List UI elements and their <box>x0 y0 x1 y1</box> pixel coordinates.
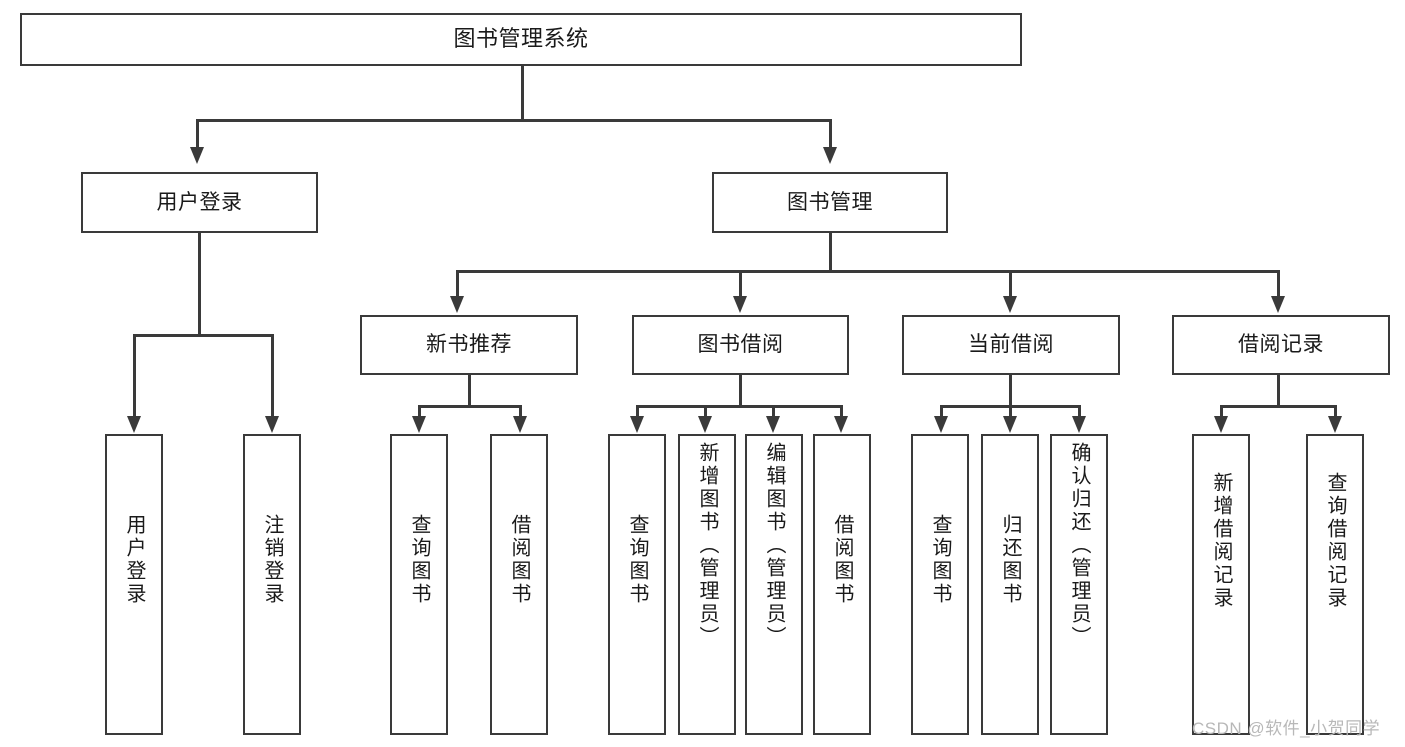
connector-drop-leaf-borrow-book-1 <box>519 405 522 419</box>
arrowhead-leaf-logout-login <box>265 416 279 433</box>
connector-drop-leaf-query-record <box>1334 405 1337 419</box>
leaf-add-record[interactable]: 新增借阅记录 <box>1192 434 1250 735</box>
arrowhead-leaf-add-record <box>1214 416 1228 433</box>
leaf-query-record[interactable]: 查询借阅记录 <box>1306 434 1364 735</box>
leaf-query-book-1[interactable]: 查询图书 <box>390 434 448 735</box>
leaf-edit-book[interactable]: 编辑图书（管理员） <box>745 434 803 735</box>
leaf-add-book[interactable]: 新增图书（管理员） <box>678 434 736 735</box>
arrowhead-leaf-query-book-1 <box>412 416 426 433</box>
leaf-user-login[interactable]: 用户登录 <box>105 434 163 735</box>
leaf-borrow-book-2-label: 借阅图书 <box>831 514 853 606</box>
leaf-logout-login-label: 注销登录 <box>261 514 283 606</box>
connector-drop-leaf-add-book <box>704 405 707 419</box>
leaf-borrow-book-1[interactable]: 借阅图书 <box>490 434 548 735</box>
connector-drop-leaf-logout-login <box>271 334 274 418</box>
connector-borrow-record-stem <box>1277 375 1280 407</box>
leaf-logout-login[interactable]: 注销登录 <box>243 434 301 735</box>
node-root-label: 图书管理系统 <box>453 26 589 52</box>
connector-new-book-recommend-stem <box>468 375 471 407</box>
node-root-system[interactable]: 图书管理系统 <box>20 13 1022 66</box>
leaf-return-book[interactable]: 归还图书 <box>981 434 1039 735</box>
leaf-confirm-return-label: 确认归还（管理员） <box>1068 442 1090 649</box>
connector-drop-leaf-return-book <box>1009 405 1012 419</box>
node-borrow-record[interactable]: 借阅记录 <box>1172 315 1390 375</box>
connector-drop-leaf-borrow-book-2 <box>840 405 843 419</box>
connector-drop-leaf-user-login <box>133 334 136 418</box>
arrowhead-leaf-user-login <box>127 416 141 433</box>
connector-root-stem <box>521 66 524 121</box>
leaf-edit-book-label: 编辑图书（管理员） <box>763 442 785 649</box>
node-book-borrow[interactable]: 图书借阅 <box>632 315 849 375</box>
connector-book-borrow-stem <box>739 375 742 407</box>
arrowhead-leaf-query-record <box>1328 416 1342 433</box>
leaf-query-record-label: 查询借阅记录 <box>1324 472 1346 610</box>
arrowhead-leaf-add-book <box>698 416 712 433</box>
arrowhead-new-book-recommend <box>450 296 464 313</box>
leaf-query-book-2[interactable]: 查询图书 <box>608 434 666 735</box>
connector-drop-book-management <box>829 119 832 149</box>
node-book-borrow-label: 图书借阅 <box>697 333 784 357</box>
leaf-add-book-label: 新增图书（管理员） <box>696 442 718 649</box>
connector-drop-leaf-add-record <box>1220 405 1223 419</box>
connector-drop-new-book-recommend <box>456 270 459 298</box>
leaf-borrow-book-2[interactable]: 借阅图书 <box>813 434 871 735</box>
connector-drop-leaf-edit-book <box>772 405 775 419</box>
arrowhead-book-management <box>823 147 837 164</box>
connector-current-borrow-stem <box>1009 375 1012 407</box>
node-new-book-recommend-label: 新书推荐 <box>426 333 512 357</box>
arrowhead-book-borrow <box>733 296 747 313</box>
connector-drop-user-login <box>196 119 199 149</box>
node-book-management-label: 图书管理 <box>787 190 873 214</box>
connector-level3-bar <box>456 270 1279 273</box>
connector-drop-leaf-query-book-2 <box>636 405 639 419</box>
connector-book-management-stem <box>829 233 832 272</box>
connector-drop-book-borrow <box>739 270 742 298</box>
arrowhead-leaf-edit-book <box>766 416 780 433</box>
connector-level2-bar <box>196 119 831 122</box>
arrowhead-current-borrow <box>1003 296 1017 313</box>
connector-book-borrow-bar <box>636 405 842 408</box>
node-user-login[interactable]: 用户登录 <box>81 172 318 233</box>
connector-drop-leaf-query-book-3 <box>940 405 943 419</box>
leaf-user-login-label: 用户登录 <box>123 514 145 606</box>
leaf-query-book-3-label: 查询图书 <box>929 514 951 606</box>
leaf-borrow-book-1-label: 借阅图书 <box>508 514 530 606</box>
leaf-query-book-3[interactable]: 查询图书 <box>911 434 969 735</box>
connector-borrow-record-bar <box>1220 405 1336 408</box>
node-user-login-label: 用户登录 <box>156 190 243 214</box>
leaf-return-book-label: 归还图书 <box>999 514 1021 606</box>
arrowhead-leaf-query-book-3 <box>934 416 948 433</box>
leaf-query-book-2-label: 查询图书 <box>626 514 648 606</box>
arrowhead-borrow-record <box>1271 296 1285 313</box>
node-book-management[interactable]: 图书管理 <box>712 172 948 233</box>
arrowhead-leaf-query-book-2 <box>630 416 644 433</box>
arrowhead-leaf-borrow-book-1 <box>513 416 527 433</box>
leaf-add-record-label: 新增借阅记录 <box>1210 472 1232 610</box>
node-current-borrow[interactable]: 当前借阅 <box>902 315 1120 375</box>
arrowhead-leaf-return-book <box>1003 416 1017 433</box>
arrowhead-leaf-confirm-return <box>1072 416 1086 433</box>
arrowhead-user-login <box>190 147 204 164</box>
arrowhead-leaf-borrow-book-2 <box>834 416 848 433</box>
leaf-confirm-return[interactable]: 确认归还（管理员） <box>1050 434 1108 735</box>
connector-drop-current-borrow <box>1009 270 1012 298</box>
node-borrow-record-label: 借阅记录 <box>1238 333 1324 357</box>
leaf-query-book-1-label: 查询图书 <box>408 514 430 606</box>
connector-user-login-bar <box>133 334 274 337</box>
connector-new-book-recommend-bar <box>418 405 521 408</box>
connector-drop-leaf-query-book-1 <box>418 405 421 419</box>
node-current-borrow-label: 当前借阅 <box>968 333 1054 357</box>
connector-drop-borrow-record <box>1277 270 1280 298</box>
node-new-book-recommend[interactable]: 新书推荐 <box>360 315 578 375</box>
connector-drop-leaf-confirm-return <box>1078 405 1081 419</box>
connector-user-login-stem <box>198 233 201 336</box>
